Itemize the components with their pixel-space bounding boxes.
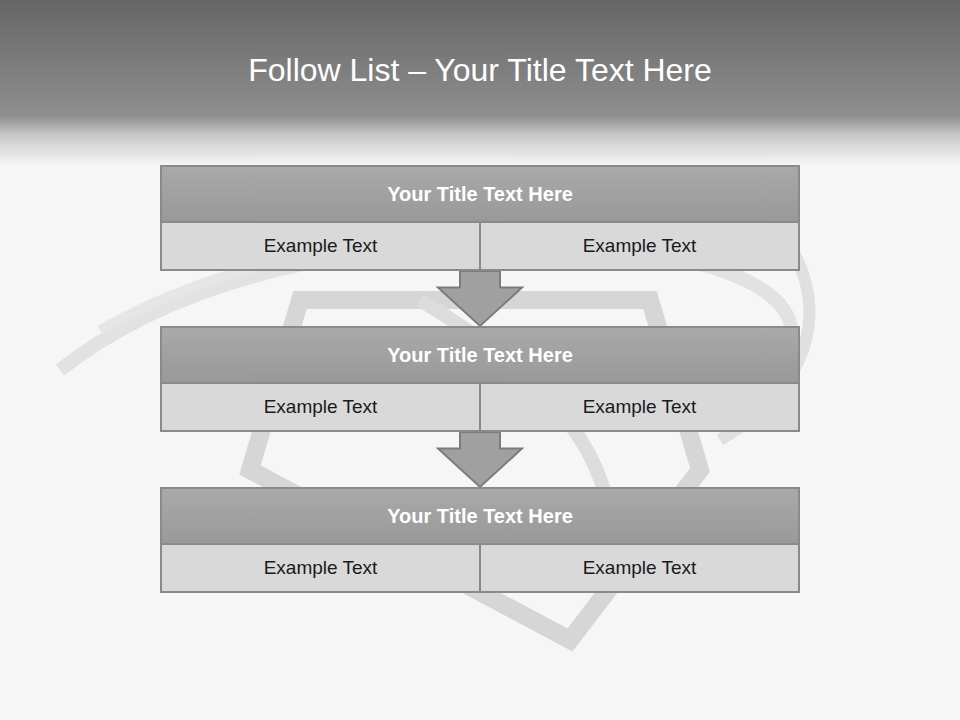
flow-arrow — [438, 271, 522, 326]
example-cell: Example Text — [162, 384, 479, 430]
flow-arrow — [438, 432, 522, 487]
example-cell: Example Text — [481, 545, 798, 591]
example-cell: Example Text — [481, 384, 798, 430]
cell-text: Example Text — [264, 235, 378, 257]
example-cell: Example Text — [481, 223, 798, 269]
step-title: Your Title Text Here — [162, 167, 798, 221]
example-cell: Example Text — [162, 223, 479, 269]
step-box: Your Title Text HereExample Text Example … — [160, 326, 800, 432]
cell-text: Example Text — [583, 396, 697, 418]
cell-text: Example Text — [264, 396, 378, 418]
step-title: Your Title Text Here — [162, 489, 798, 543]
step-box: Your Title Text HereExample Text Example … — [160, 487, 800, 593]
step-title: Your Title Text Here — [162, 328, 798, 382]
cell-text: Example Text — [583, 235, 697, 257]
page-title: Follow List – Your Title Text Here — [0, 52, 960, 89]
step-box: Your Title Text HereExample Text Example … — [160, 165, 800, 271]
example-cell: Example Text — [162, 545, 479, 591]
cell-text: Example Text — [583, 557, 697, 579]
cell-text: Example Text — [264, 557, 378, 579]
